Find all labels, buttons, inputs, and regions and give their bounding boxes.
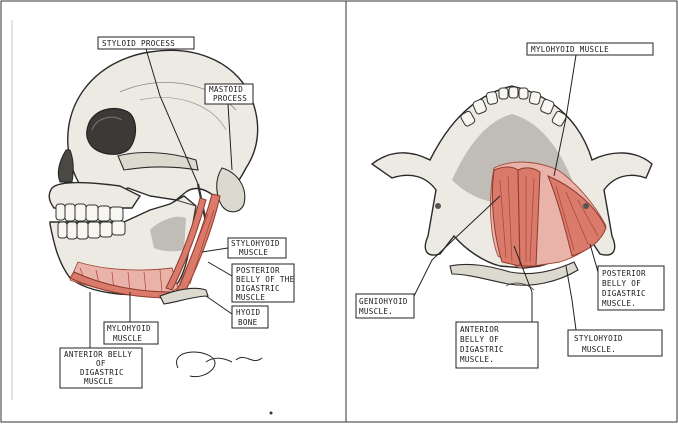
label-posterior-belly-right-line4: MUSCLE. (602, 299, 636, 308)
label-hyoid-line1: HYOID (236, 308, 260, 317)
label-anterior-belly-line2: OF (96, 359, 106, 368)
geniohyoid-muscle-inferior (518, 168, 540, 266)
label-mylohyoid-line1: MYLOHYOID (107, 324, 151, 333)
label-stylohyoid-line2: MUSCLE (239, 248, 268, 257)
label-geniohyoid-line2: MUSCLE. (359, 307, 393, 316)
scan-speck (270, 412, 273, 415)
label-posterior-belly-line2: BELLY OF THE (236, 275, 295, 284)
label-mylohyoid-line2: MUSCLE (113, 334, 142, 343)
label-posterior-belly-line1: POSTERIOR (236, 266, 280, 275)
orbit (87, 108, 136, 154)
label-posterior-belly-right-line2: BELLY OF (602, 279, 641, 288)
label-posterior-belly-right-line3: DIGASTRIC (602, 289, 646, 298)
label-anterior-belly-right-line2: BELLY OF (460, 335, 499, 344)
label-posterior-belly-right-line1: POSTERIOR (602, 269, 646, 278)
label-anterior-belly-right-line3: DIGASTRIC (460, 345, 504, 354)
label-geniohyoid-line1: GENIOHYOID (359, 297, 408, 306)
label-styloid-process: STYLOID PROCESS (102, 39, 175, 48)
label-anterior-belly-right-line4: MUSCLE. (460, 355, 494, 364)
label-mastoid-line1: MASTOID (209, 85, 243, 94)
label-anterior-belly-right-line1: ANTERIOR (460, 325, 499, 334)
label-anterior-belly-line4: MUSCLE (84, 377, 113, 386)
label-mastoid-line2: PROCESS (213, 94, 247, 103)
label-stylohyoid-right-line1: STYLOHYOID (574, 334, 623, 343)
label-stylohyoid-line1: STYLOHYOID (231, 239, 280, 248)
label-hyoid-line2: BONE (238, 318, 258, 327)
upper-teeth (56, 204, 123, 221)
label-anterior-belly-line1: ANTERIOR BELLY (64, 350, 132, 359)
label-posterior-belly-line3: DIGASTRIC (236, 284, 280, 293)
label-mylohyoid-right: MYLOHYOID MUSCLE (531, 45, 609, 54)
label-stylohyoid-right-line2: MUSCLE. (582, 345, 616, 354)
label-posterior-belly-line4: MUSCLE (236, 293, 265, 302)
label-anterior-belly-line3: DIGASTRIC (80, 368, 124, 377)
